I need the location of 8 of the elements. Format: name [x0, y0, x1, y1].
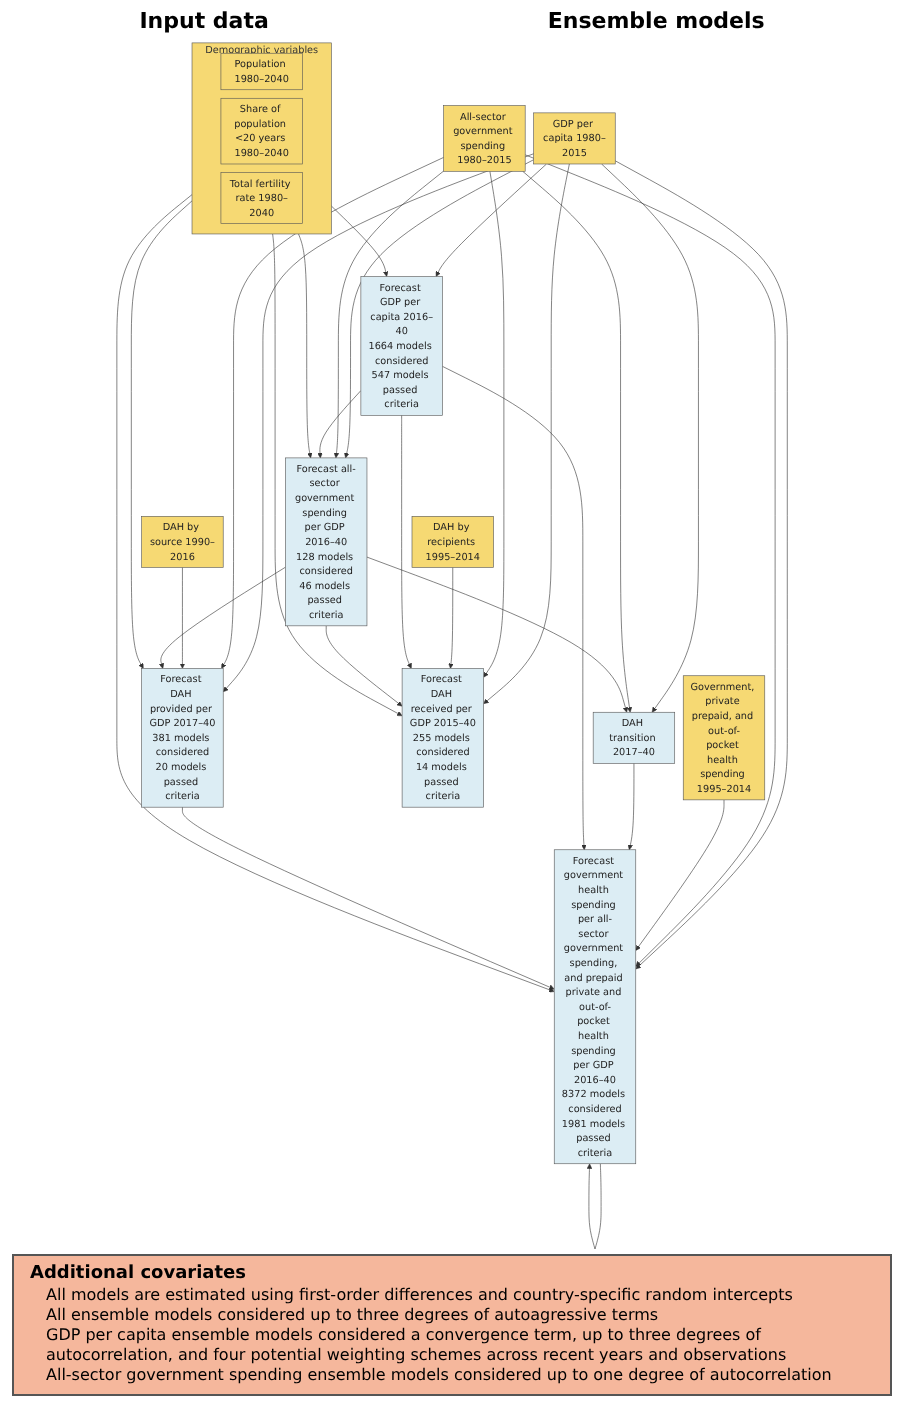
- column-heading: Input data: [139, 8, 269, 34]
- note-heading: Additional covariates: [30, 1264, 249, 1287]
- column-heading: Ensemble models: [547, 8, 765, 34]
- bullet-item: GDP per capita ensemble models considered a convergence term, up to three degrees of autocorrelation, and four potential weighting schemes across recent years and observations: [44, 1326, 789, 1367]
- bullet-item: All-sector government spending ensemble models considered up to one degree of autocorrelation: [44, 1366, 834, 1387]
- bullet-item: All models are estimated using first-order differences and country-specific random intercepts: [44, 1286, 795, 1307]
- bullet-item: All ensemble models considered up to three degrees of autoagressive terms: [44, 1306, 661, 1327]
- note-box: [12, 1254, 892, 1397]
